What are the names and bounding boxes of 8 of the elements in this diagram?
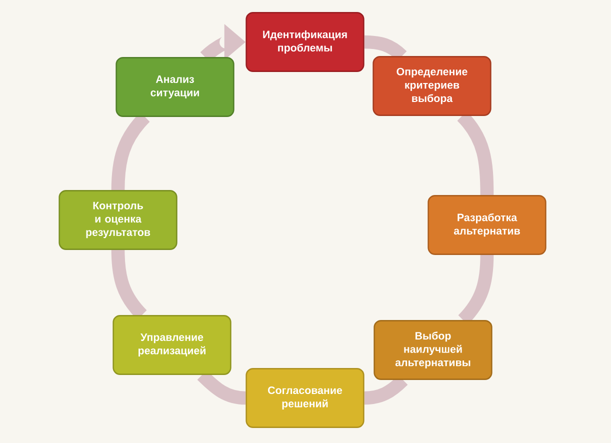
process-box: Выбор наилучшей альтернативы (374, 320, 492, 380)
process-box: Анализ ситуации (116, 57, 234, 117)
process-box: Определение критериев выбора (372, 56, 492, 116)
process-box: Идентификация проблемы (246, 12, 364, 72)
process-box: Согласование решений (246, 368, 364, 428)
process-box: Контроль и оценка результатов (58, 190, 178, 250)
process-box: Управление реализацией (112, 315, 232, 375)
process-box: Разработка альтернатив (428, 195, 546, 255)
